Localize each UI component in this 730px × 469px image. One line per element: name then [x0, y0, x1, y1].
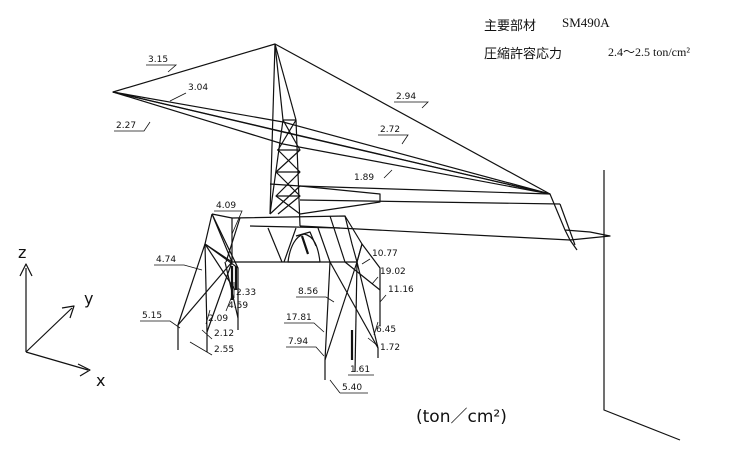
stress-label: 11.16 [388, 285, 414, 295]
stress-label: 8.56 [298, 287, 318, 297]
axis-label-z: z [18, 243, 26, 262]
stress-label: 2.72 [380, 125, 400, 135]
central-mast [269, 43, 301, 227]
stress-label: 2.27 [116, 121, 136, 131]
stress-label: 3.15 [148, 55, 168, 65]
stress-label: 5.40 [342, 383, 362, 393]
stress-value: 2.4～2.5 ton/cm² [608, 45, 690, 59]
stress-label: 5.15 [142, 311, 162, 321]
lower-boom [269, 183, 611, 251]
unit-caption: (ton／cm²) [416, 407, 507, 427]
stress-label: 2.33 [236, 288, 256, 298]
upper-boom [112, 43, 551, 195]
stress-label: 2.94 [396, 92, 416, 102]
stress-label: 4.74 [156, 255, 176, 265]
stress-label: 1.89 [354, 173, 374, 183]
stress-label: 10.77 [372, 249, 398, 259]
stress-label: 19.02 [380, 267, 406, 277]
axis-label-x: x [96, 371, 105, 390]
axis-label-y: y [84, 289, 93, 308]
coordinate-axes: z y x [18, 243, 105, 390]
material-value: SM490A [562, 15, 610, 30]
stress-label: 17.81 [286, 313, 312, 323]
stress-label: 2.12 [214, 329, 234, 339]
side-wall [603, 170, 681, 441]
stress-label: 1.61 [350, 365, 370, 375]
stress-label: 7.94 [288, 337, 308, 347]
stress-label: 2.09 [208, 314, 228, 324]
stress-label: 6.45 [376, 325, 396, 335]
stress-label: 1.72 [380, 343, 400, 353]
stress-label: 2.55 [214, 345, 234, 355]
stress-labels: 3.15 3.04 2.27 2.94 2.72 1.89 4.09 4.74 … [114, 55, 429, 394]
stress-label: 3.04 [188, 83, 208, 93]
stress-label: 4.59 [228, 301, 248, 311]
base-deck [204, 213, 363, 263]
stress-label: 4.09 [216, 201, 236, 211]
left-legs [177, 213, 239, 352]
stress-label-heading: 圧縮許容応力 [484, 47, 563, 62]
material-label: 主要部材 [484, 19, 537, 34]
right-legs [324, 243, 381, 380]
